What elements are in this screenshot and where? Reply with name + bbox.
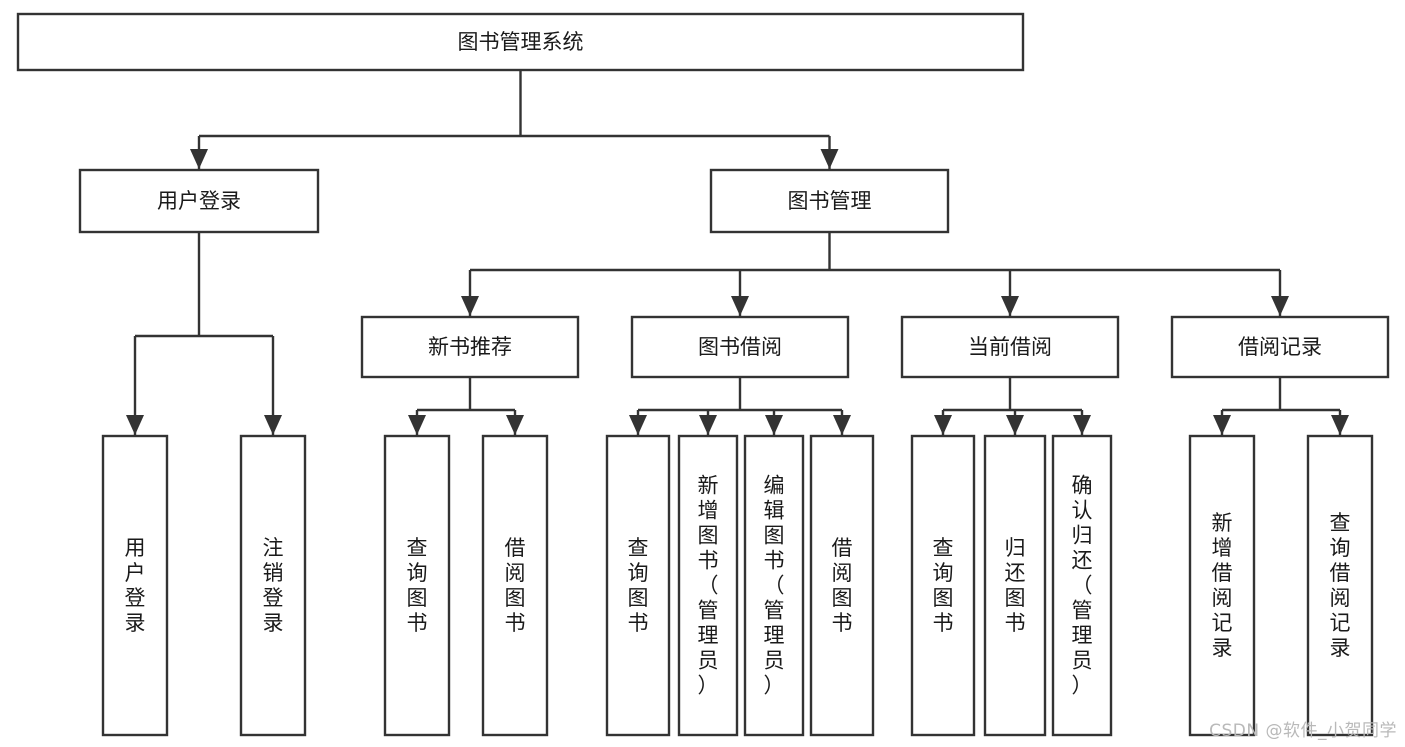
node-box <box>1306 434 1374 737</box>
arrow-head-icon <box>1073 415 1091 435</box>
node-label: 查询图书 <box>933 536 954 635</box>
arrow-head-icon <box>1006 415 1024 435</box>
arrow-head-icon <box>934 415 952 435</box>
node-box <box>1170 315 1390 379</box>
node-box <box>1188 434 1256 737</box>
node-leaf-borrow-book-2[interactable]: 借阅图书 <box>809 434 875 737</box>
node-box <box>101 434 169 737</box>
node-new-book-rec[interactable]: 新书推荐 <box>360 315 580 379</box>
arrow-head-icon <box>699 415 717 435</box>
node-label: 新增借阅记录 <box>1212 511 1233 660</box>
node-label: 新增图书（管理员） <box>698 474 719 698</box>
arrow-head-icon <box>1213 415 1231 435</box>
node-box <box>78 168 320 234</box>
arrow-head-icon <box>833 415 851 435</box>
node-box <box>910 434 976 737</box>
node-leaf-query-book-3[interactable]: 查询图书 <box>910 434 976 737</box>
node-label: 确认归还（管理员） <box>1072 474 1093 698</box>
node-label: 查询借阅记录 <box>1330 511 1351 660</box>
node-leaf-query-book-2[interactable]: 查询图书 <box>605 434 671 737</box>
node-box <box>383 434 451 737</box>
watermark-label: CSDN @软件_小贺同学 <box>1209 721 1397 741</box>
node-leaf-edit-book[interactable]: 编辑图书（管理员） <box>743 434 805 737</box>
arrow-head-icon <box>731 296 749 316</box>
node-box <box>481 434 549 737</box>
diagram-nodes: 图书管理系统用户登录图书管理新书推荐图书借阅当前借阅借阅记录用户登录注销登录查询… <box>16 12 1390 737</box>
node-label: 编辑图书（管理员） <box>764 474 785 698</box>
node-label: 图书管理 <box>788 189 872 213</box>
node-box <box>709 168 950 234</box>
node-label: 查询图书 <box>628 536 649 635</box>
arrow-head-icon <box>1271 296 1289 316</box>
arrow-head-icon <box>461 296 479 316</box>
node-borrow-record[interactable]: 借阅记录 <box>1170 315 1390 379</box>
node-leaf-return-book[interactable]: 归还图书 <box>983 434 1047 737</box>
node-book-manage[interactable]: 图书管理 <box>709 168 950 234</box>
node-leaf-add-book[interactable]: 新增图书（管理员） <box>677 434 739 737</box>
node-box <box>1051 434 1113 737</box>
node-leaf-confirm-return[interactable]: 确认归还（管理员） <box>1051 434 1113 737</box>
arrow-head-icon <box>408 415 426 435</box>
node-leaf-query-book-1[interactable]: 查询图书 <box>383 434 451 737</box>
node-box <box>983 434 1047 737</box>
node-current-borrow[interactable]: 当前借阅 <box>900 315 1120 379</box>
node-box <box>630 315 850 379</box>
node-label: 图书管理系统 <box>458 30 584 54</box>
node-leaf-user-logout[interactable]: 注销登录 <box>239 434 307 737</box>
arrow-head-icon <box>126 415 144 435</box>
node-label: 查询图书 <box>407 536 428 635</box>
arrow-head-icon <box>190 149 208 169</box>
arrow-head-icon <box>1001 296 1019 316</box>
node-leaf-add-record[interactable]: 新增借阅记录 <box>1188 434 1256 737</box>
node-box <box>677 434 739 737</box>
node-box <box>605 434 671 737</box>
arrow-head-icon <box>506 415 524 435</box>
node-label: 图书借阅 <box>698 335 782 359</box>
node-leaf-user-login[interactable]: 用户登录 <box>101 434 169 737</box>
node-leaf-borrow-book-1[interactable]: 借阅图书 <box>481 434 549 737</box>
node-label: 归还图书 <box>1005 536 1026 635</box>
node-user-login[interactable]: 用户登录 <box>78 168 320 234</box>
node-box <box>239 434 307 737</box>
node-box <box>809 434 875 737</box>
node-box <box>16 12 1025 72</box>
node-book-borrow[interactable]: 图书借阅 <box>630 315 850 379</box>
node-box <box>743 434 805 737</box>
node-box <box>900 315 1120 379</box>
arrow-head-icon <box>264 415 282 435</box>
arrow-head-icon <box>1331 415 1349 435</box>
arrow-head-icon <box>765 415 783 435</box>
node-label: 借阅图书 <box>832 536 853 635</box>
node-label: 用户登录 <box>125 536 146 635</box>
node-label: 用户登录 <box>157 189 241 213</box>
node-box <box>360 315 580 379</box>
node-root[interactable]: 图书管理系统 <box>16 12 1025 72</box>
node-label: 注销登录 <box>263 536 284 635</box>
arrow-head-icon <box>820 149 839 169</box>
node-label: 当前借阅 <box>968 335 1052 359</box>
node-label: 新书推荐 <box>428 335 512 359</box>
node-label: 借阅记录 <box>1238 335 1322 359</box>
arrow-head-icon <box>629 415 647 435</box>
connector-edges <box>126 70 1349 435</box>
node-label: 借阅图书 <box>505 536 526 635</box>
node-leaf-query-record[interactable]: 查询借阅记录 <box>1306 434 1374 737</box>
